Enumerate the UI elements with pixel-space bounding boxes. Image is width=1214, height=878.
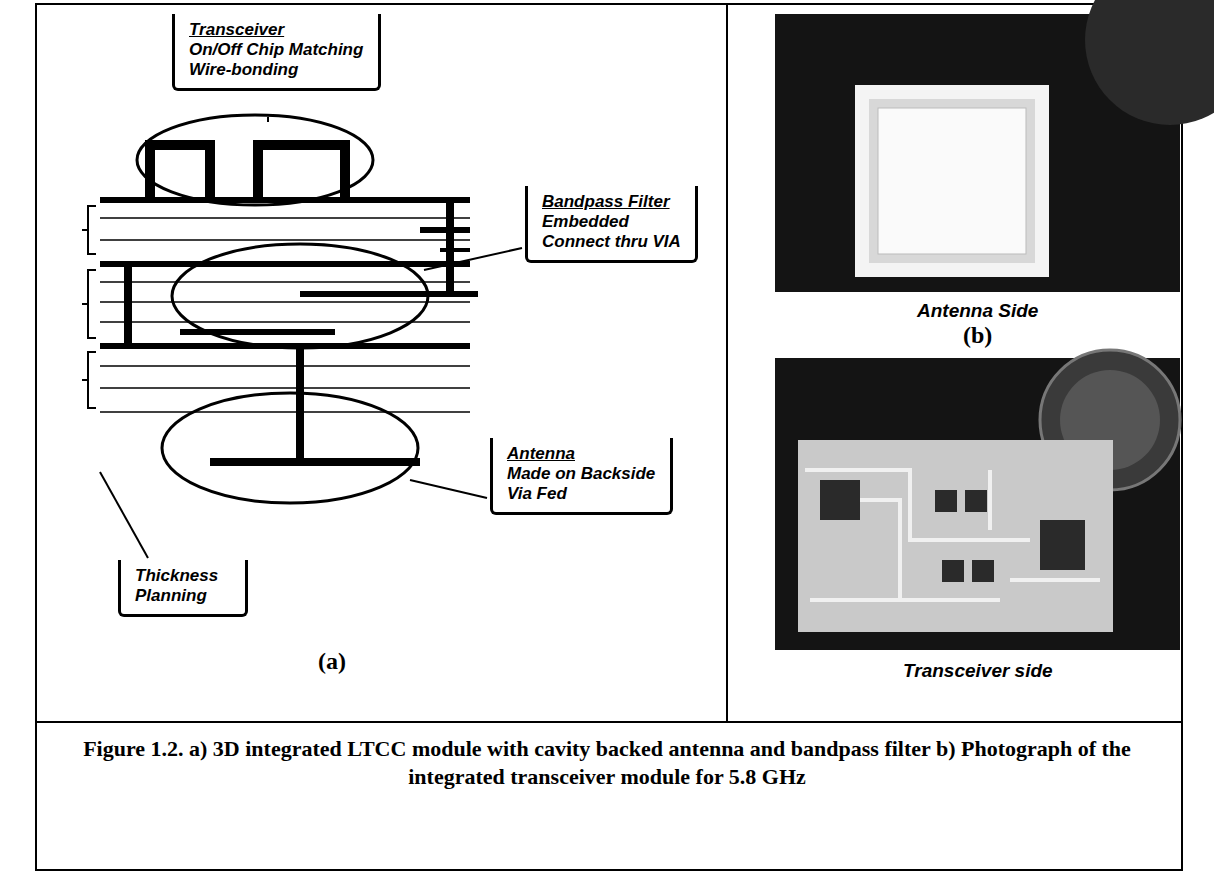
figure-caption: Figure 1.2. a) 3D integrated LTCC module…	[50, 735, 1164, 791]
callout-box: TransceiverOn/Off Chip MatchingWire-bond…	[172, 14, 381, 91]
callout-text: On/Off Chip Matching	[189, 40, 364, 60]
callout-box: AntennaMade on BacksideVia Fed	[490, 438, 673, 515]
callout-heading: Antenna	[507, 444, 656, 464]
callout-text: Via Fed	[507, 484, 656, 504]
photo-label: Transceiver side	[903, 660, 1053, 682]
callout-box: Thickness Planning	[118, 560, 248, 617]
callout-heading: Bandpass Filter	[542, 192, 681, 212]
callout-text: Wire-bonding	[189, 60, 364, 80]
callout-text: Made on Backside	[507, 464, 656, 484]
panel-letter: (b)	[963, 322, 992, 349]
callout-text: Embedded	[542, 212, 681, 232]
callout-heading: Thickness Planning	[135, 566, 231, 606]
caption-text: Figure 1.2. a) 3D integrated LTCC module…	[83, 736, 1131, 789]
callout-text: Connect thru VIA	[542, 232, 681, 252]
photo-label: Antenna Side	[917, 300, 1038, 322]
panel-letter: (a)	[318, 648, 346, 675]
callout-box: Bandpass FilterEmbeddedConnect thru VIA	[525, 186, 698, 263]
callout-heading: Transceiver	[189, 20, 364, 40]
